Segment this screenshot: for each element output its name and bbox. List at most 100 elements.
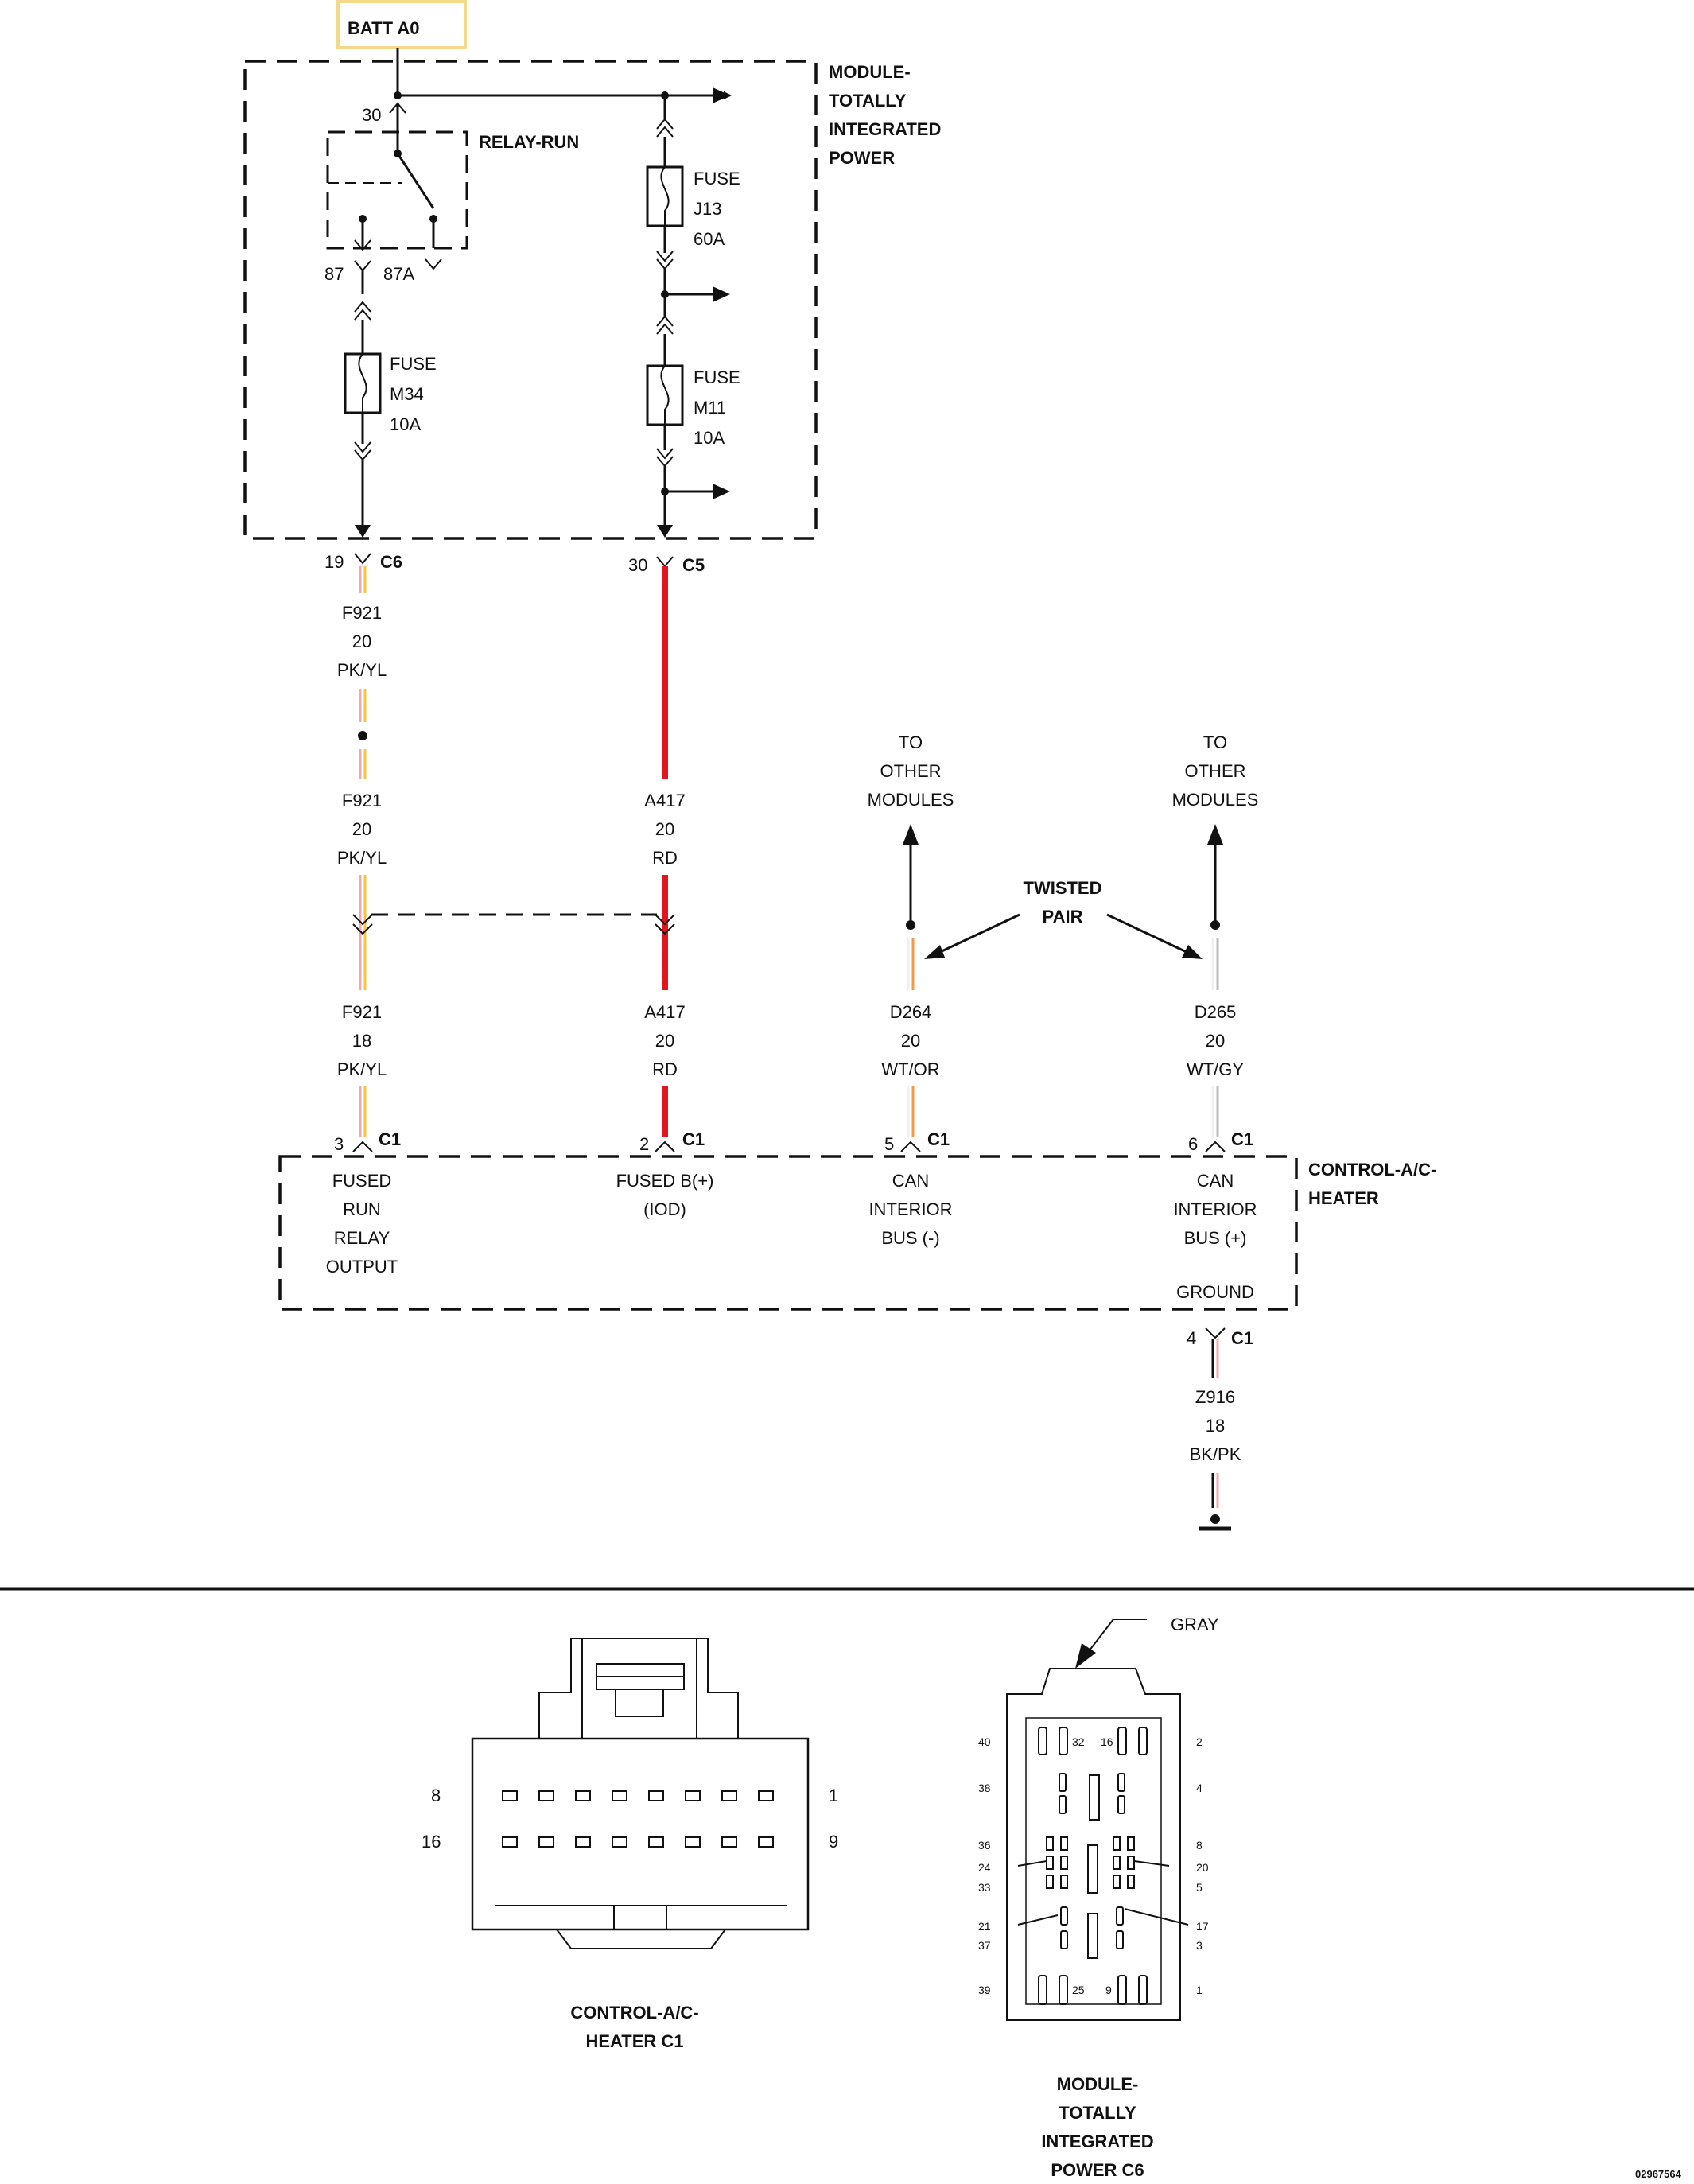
f921-b-color: PK/YL	[337, 848, 387, 868]
c6-left-pin-24: 24	[978, 1861, 991, 1874]
c1-pin4-name: C1	[1231, 1328, 1253, 1348]
c5-name: C5	[682, 555, 705, 575]
relay-run-label: RELAY-RUN	[479, 132, 579, 152]
c6-pins	[1038, 1727, 1148, 2005]
wire-f921-lower	[359, 1086, 367, 1137]
c6-inner-pin-16: 16	[1101, 1735, 1113, 1748]
d265-gauge: 20	[1206, 1031, 1225, 1051]
c6-left-pin-40: 40	[978, 1735, 991, 1748]
c6-inner-pin-32: 32	[1072, 1735, 1085, 1748]
controller-title-2: HEATER	[1308, 1188, 1379, 1208]
wire-f921-upper	[359, 566, 367, 593]
f921-c-circuit: F921	[342, 1002, 382, 1022]
c1-pin2-num: 2	[639, 1134, 649, 1154]
fuse-m34-l1: FUSE	[390, 354, 437, 374]
c6-view-caption-4: POWER C6	[1051, 2160, 1144, 2180]
module-tip-title-1: MODULE-	[829, 62, 911, 82]
c1-pin4-num: 4	[1187, 1328, 1196, 1348]
a417-b-color: RD	[652, 1059, 678, 1079]
wire-d265-upper	[1211, 938, 1219, 990]
c6-right-pin-20: 20	[1196, 1861, 1209, 1874]
relay-pin-87: 87	[324, 264, 344, 284]
d265-circuit: D265	[1195, 1002, 1237, 1022]
c1-pin5-num: 5	[884, 1134, 894, 1154]
left-dest-1: TO	[899, 733, 923, 752]
z916-gauge: 18	[1206, 1416, 1225, 1436]
f921-a-gauge: 20	[352, 631, 371, 651]
wire-f921-splice-seg	[358, 689, 367, 779]
c6-left-pin-33: 33	[978, 1881, 991, 1894]
c6-right-pin-8: 8	[1196, 1839, 1203, 1852]
module-tip-box	[243, 60, 818, 540]
module-tip-title-3: INTEGRATED	[829, 119, 941, 139]
f921-b-circuit: F921	[342, 791, 382, 810]
c6-view-caption-2: TOTALLY	[1059, 2103, 1136, 2123]
fuse-m11-l2: M11	[694, 398, 726, 418]
right-dest-1: TO	[1203, 733, 1227, 752]
a417-b-circuit: A417	[644, 1002, 685, 1022]
wire-z916-lower	[1211, 1473, 1219, 1508]
ground-label: GROUND	[1176, 1282, 1254, 1302]
c1-pin-row-bottom	[502, 1836, 774, 1848]
c6-left-pin-21: 21	[978, 1920, 991, 1933]
relay-pin-87a: 87A	[383, 264, 414, 284]
fuse-m34-l3: 10A	[390, 414, 421, 434]
a417-a-color: RD	[652, 848, 678, 868]
tip-pin-30: 30	[362, 105, 381, 125]
c1-pin-row-top	[502, 1790, 774, 1801]
c5-pin: 30	[628, 555, 647, 575]
a417-b-gauge: 20	[655, 1031, 674, 1051]
c6-right-pin-3: 3	[1196, 1939, 1203, 1952]
wire-f921-mid	[359, 875, 367, 990]
c1-view-pin-16: 16	[422, 1832, 441, 1852]
z916-circuit: Z916	[1195, 1387, 1235, 1407]
c1-view-caption-1: CONTROL-A/C-	[570, 2003, 698, 2023]
c6-right-pin-17: 17	[1196, 1920, 1209, 1933]
d264-circuit: D264	[890, 1002, 932, 1022]
c1-view-pin-8: 8	[431, 1786, 441, 1805]
twisted-pair-1: TWISTED	[1024, 878, 1102, 898]
c6-pin: 19	[324, 552, 344, 572]
c6-left-pin-38: 38	[978, 1782, 991, 1794]
wire-d265-lower	[1211, 1086, 1219, 1137]
image-id: 02967564	[1635, 2168, 1682, 2180]
left-dest-2: OTHER	[880, 761, 942, 781]
wire-d264-lower	[907, 1086, 915, 1137]
c6-inner-pin-25: 25	[1072, 1984, 1085, 1996]
left-dest-3: MODULES	[868, 790, 954, 810]
f921-c-color: PK/YL	[337, 1059, 387, 1079]
module-tip-title-2: TOTALLY	[829, 91, 907, 111]
c1-pin3-num: 3	[334, 1134, 344, 1154]
c6-connector-view	[1006, 1619, 1189, 2021]
controller-box	[278, 1155, 1298, 1311]
fuse-m11-l3: 10A	[694, 428, 725, 448]
fuse-m11-l1: FUSE	[694, 367, 740, 387]
c6-view-caption-3: INTEGRATED	[1041, 2132, 1153, 2151]
c1-view-caption-2: HEATER C1	[585, 2031, 683, 2051]
fuse-j13-l1: FUSE	[694, 169, 740, 188]
d265-color: WT/GY	[1187, 1059, 1244, 1079]
c6-left-pin-37: 37	[978, 1939, 991, 1952]
module-tip-title-4: POWER	[829, 148, 895, 168]
fuse-m34-l2: M34	[390, 384, 424, 404]
d264-color: WT/OR	[881, 1059, 939, 1079]
pin6-label-1: CAN	[1197, 1171, 1234, 1191]
batt-label: BATT A0	[348, 18, 419, 38]
f921-b-gauge: 20	[352, 819, 371, 839]
pin3-label-4: OUTPUT	[326, 1257, 398, 1277]
c1-pin3-name: C1	[379, 1129, 401, 1149]
c1-pin2-name: C1	[682, 1129, 705, 1149]
c6-right-pin-1: 1	[1196, 1984, 1203, 1996]
f921-a-circuit: F921	[342, 603, 382, 623]
pin5-label-2: INTERIOR	[868, 1199, 952, 1219]
pin3-label-1: FUSED	[332, 1171, 392, 1191]
c6-right-pin-4: 4	[1196, 1782, 1203, 1794]
pin6-label-3: BUS (+)	[1184, 1228, 1247, 1248]
c6-view-caption-1: MODULE-	[1057, 2074, 1139, 2094]
controller-title-1: CONTROL-A/C-	[1308, 1160, 1436, 1179]
c1-connector-view	[471, 1638, 810, 1949]
c6-left-pin-36: 36	[978, 1839, 991, 1852]
pin5-label-3: BUS (-)	[881, 1228, 939, 1248]
pin2-label-2: (IOD)	[643, 1199, 686, 1219]
